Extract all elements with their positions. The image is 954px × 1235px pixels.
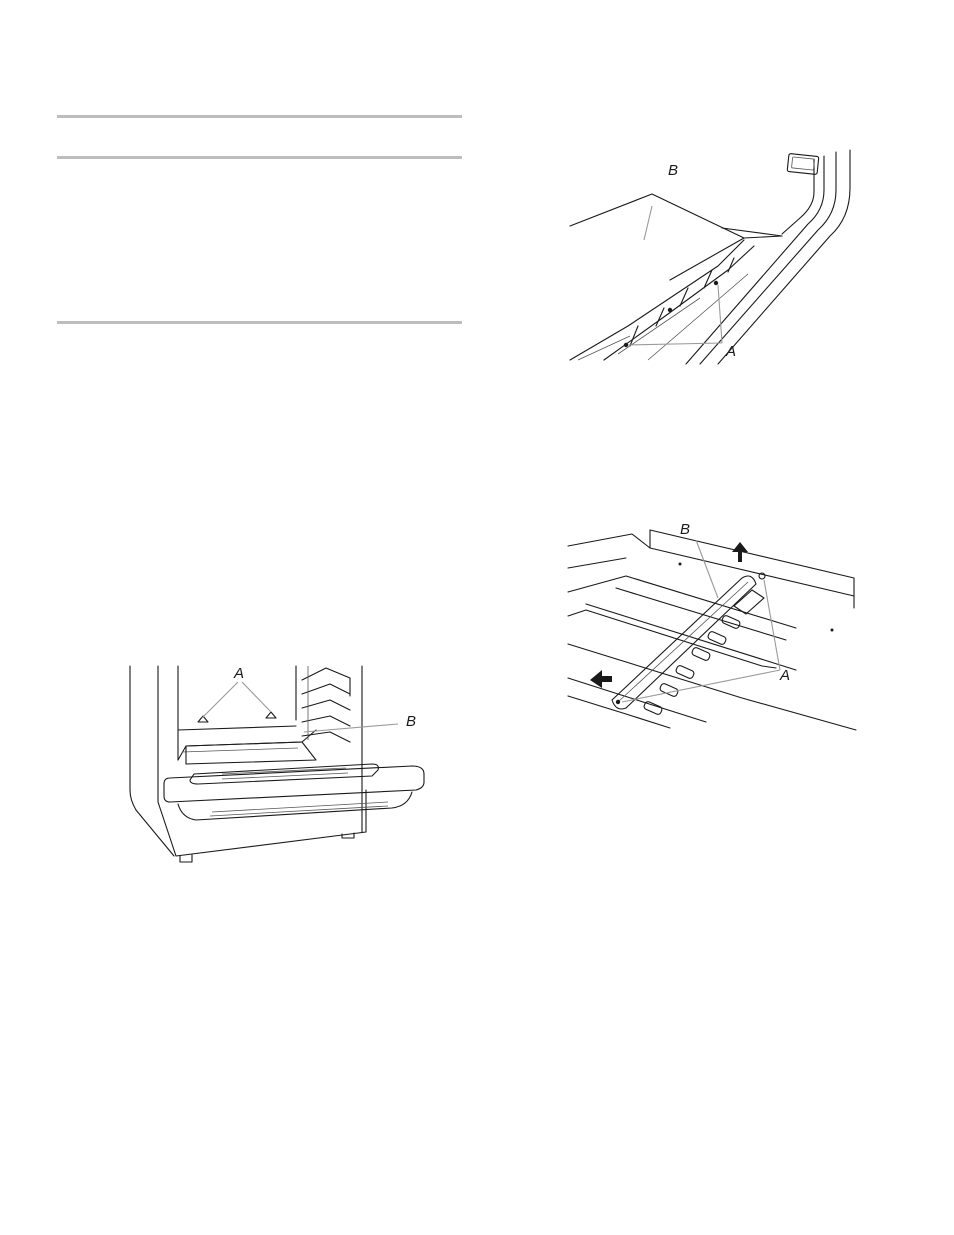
burner-label-b: B <box>680 521 690 538</box>
burner-label-a: A <box>779 667 790 684</box>
burner-illustration: B A <box>567 521 857 731</box>
burner-figure: B A <box>566 518 866 733</box>
oven-front-illustration: A B <box>129 665 425 863</box>
oven-front-figure: A B <box>126 660 436 870</box>
divider-rule-2 <box>57 156 462 159</box>
divider-rule-1 <box>57 115 462 118</box>
oven-floor-figure: B A <box>568 148 858 368</box>
oven-floor-label-a: A <box>725 343 736 360</box>
divider-rule-3 <box>57 321 462 324</box>
oven-floor-illustration: B A <box>569 149 851 365</box>
oven-front-label-a: A <box>233 665 244 682</box>
oven-floor-label-b: B <box>668 162 678 179</box>
oven-front-label-b: B <box>406 713 416 730</box>
